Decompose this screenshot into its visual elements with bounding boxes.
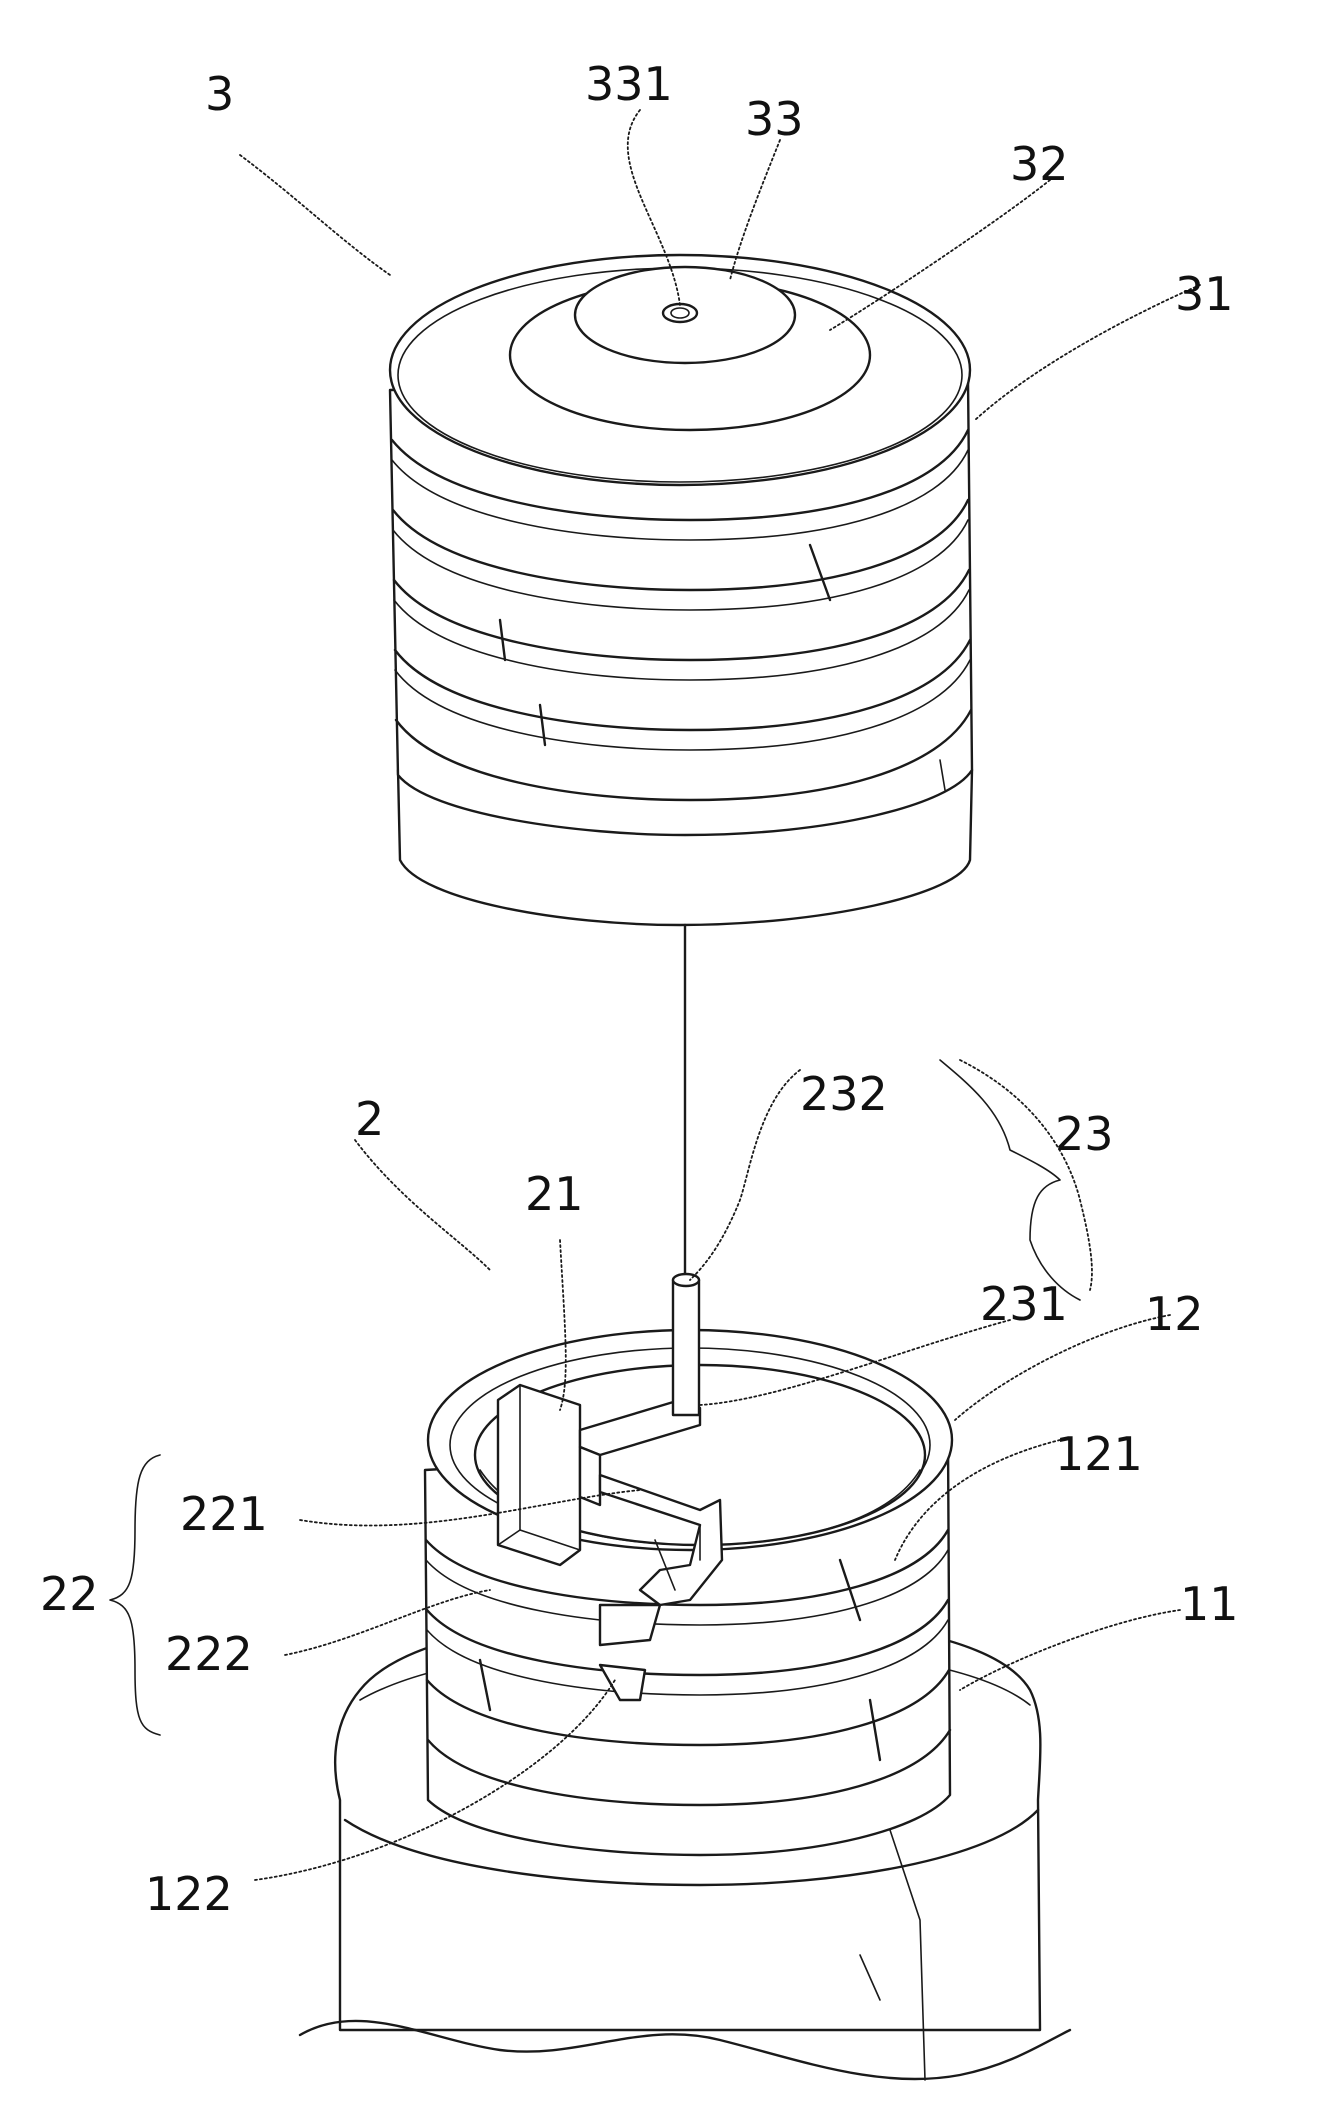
label-2: 2 <box>355 1092 384 1146</box>
orifice-331 <box>663 304 697 322</box>
label-232: 232 <box>800 1067 888 1121</box>
label-23: 23 <box>1055 1107 1114 1161</box>
hook-222 <box>600 1605 660 1645</box>
plate-21 <box>498 1385 580 1565</box>
label-3: 3 <box>205 67 234 121</box>
label-33: 33 <box>745 92 804 146</box>
label-231: 231 <box>980 1277 1068 1331</box>
brace-23 <box>940 1060 1080 1300</box>
label-331: 331 <box>585 57 673 111</box>
label-222: 222 <box>165 1627 253 1681</box>
label-121: 121 <box>1055 1427 1143 1481</box>
label-11: 11 <box>1180 1577 1239 1631</box>
cap-component-3 <box>390 255 972 925</box>
label-21: 21 <box>525 1167 584 1221</box>
label-12: 12 <box>1145 1287 1204 1341</box>
brace-22 <box>110 1455 160 1735</box>
label-31: 31 <box>1175 267 1234 321</box>
label-32: 32 <box>1010 137 1069 191</box>
label-22: 22 <box>40 1567 99 1621</box>
label-122: 122 <box>145 1867 233 1921</box>
rod-232 <box>673 1280 699 1415</box>
label-221: 221 <box>180 1487 268 1541</box>
